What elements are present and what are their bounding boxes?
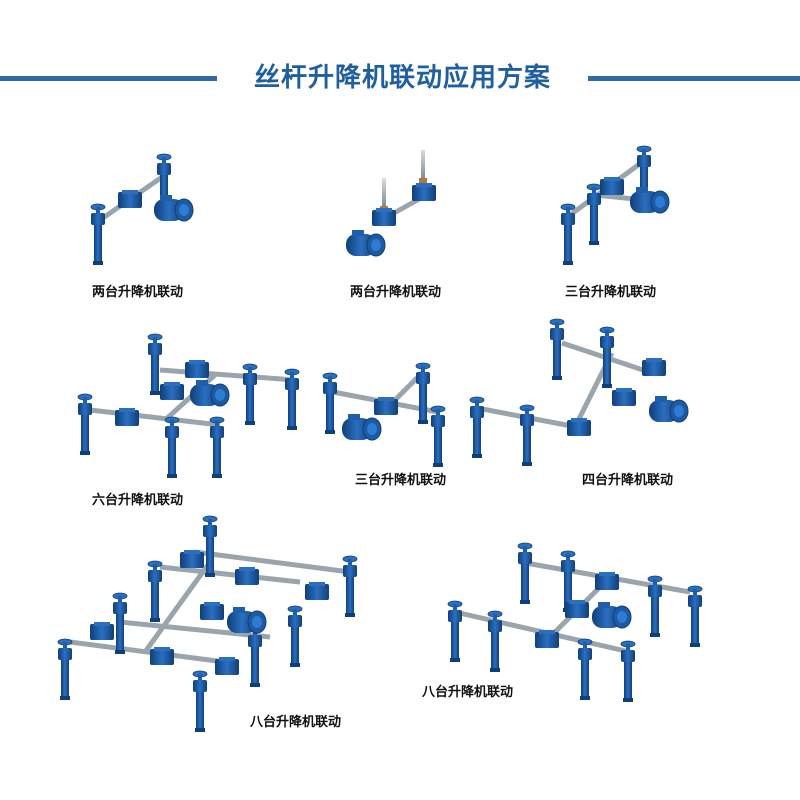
two-jack-linkage-diagram-a: [90, 153, 194, 266]
four-jack-linkage-diagram: [469, 318, 689, 467]
three-jack-linkage-diagram-a: [560, 145, 670, 266]
title-divider-right: [588, 76, 800, 81]
caption-six-jacks: 六台升降机联动: [92, 493, 184, 508]
eight-jack-linkage-diagram-b: [447, 542, 703, 702]
caption-eight-jacks-b: 八台升降机联动: [422, 685, 514, 700]
caption-three-jacks-a: 三台升降机联动: [565, 285, 657, 300]
caption-two-jacks-a: 两台升降机联动: [92, 285, 184, 300]
eight-jack-linkage-diagram-a: [57, 515, 358, 733]
caption-eight-jacks-a: 八台升降机联动: [250, 715, 342, 730]
page-title: 丝杆升降机联动应用方案: [253, 63, 551, 93]
title-divider-left: [0, 76, 217, 81]
title-bar: 丝杆升降机联动应用方案: [0, 58, 800, 98]
caption-three-jacks-b: 三台升降机联动: [355, 473, 447, 488]
caption-four-jacks: 四台升降机联动: [582, 473, 674, 488]
caption-two-jacks-b: 两台升降机联动: [350, 285, 442, 300]
six-jack-linkage-diagram: [77, 333, 300, 479]
three-jack-linkage-diagram-b: [322, 362, 446, 468]
two-jack-linkage-diagram-b: [345, 150, 436, 257]
